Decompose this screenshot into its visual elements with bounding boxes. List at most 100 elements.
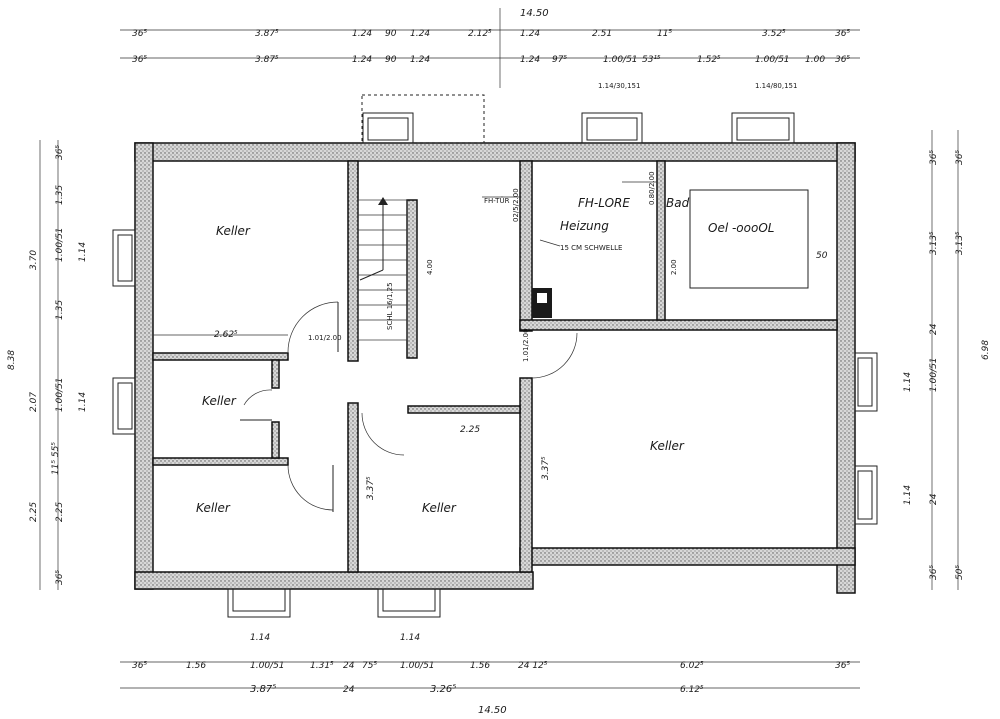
top-dim-r2-0: 36⁵	[132, 55, 147, 65]
bottom-dim-r2-10: 36⁵	[835, 661, 850, 671]
interior-walls	[152, 160, 838, 573]
right-dim-10: 36⁵	[929, 565, 939, 580]
top-dim-r1-8: 11⁵	[657, 29, 672, 39]
room-keller-s: Keller	[422, 501, 457, 515]
right-dim-3: 3.13⁵	[955, 231, 965, 255]
top-dim-r2-2: 1.24	[352, 55, 372, 65]
top-dim-r2-10: 1.00/51	[755, 55, 790, 65]
bottom-dim-r2-6: 1.00/51	[400, 661, 435, 671]
right-dim-1: 36⁵	[955, 150, 965, 165]
bottom-dim-r2-5: 75⁵	[362, 661, 377, 671]
door-swings	[240, 301, 578, 512]
top-dim-r1-3: 90	[385, 29, 397, 39]
inner-dim-6: 2.00	[670, 259, 678, 275]
inner-dim-5: 3.37⁵	[541, 456, 551, 480]
top-dim-r1-4: 1.24	[410, 29, 430, 39]
left-dim-4: 1.14	[78, 242, 88, 262]
note-schwelle: 15 CM SCHWELLE	[560, 244, 622, 252]
room-keller-nw: Keller	[216, 224, 251, 238]
right-dim-2: 3.13⁵	[929, 231, 939, 255]
top-dim-r1-0: 36⁵	[132, 29, 147, 39]
bottom-dim-r2-8: 24 12⁵	[518, 661, 548, 671]
left-dim-11: 2.25	[29, 502, 39, 522]
left-dim-10: 11⁵ 55⁵	[51, 442, 61, 475]
room-oel: Oel -oooOL	[708, 221, 774, 235]
right-dimensions: 36⁵ 36⁵ 3.13⁵ 3.13⁵ 24 6.98 1.14 1.00/51…	[903, 130, 991, 590]
note-oel-50: 50	[816, 251, 828, 261]
room-keller-w: Keller	[202, 394, 237, 408]
left-dim-1: 1.35	[55, 185, 65, 205]
bottom-dim-r2-3: 1.31⁵	[310, 661, 334, 671]
left-dim-2: 3.70	[29, 250, 39, 270]
inner-dimensions: 2.62⁵ 1.01/2.00 1.01/2.00 2.25 3.37⁵ 3.3…	[153, 171, 678, 500]
top-dim-r1-6: 1.24	[520, 29, 540, 39]
right-dim-11: 50⁵	[955, 565, 965, 580]
inner-dim-4: 3.37⁵	[366, 476, 376, 500]
room-labels: Keller Keller Keller Keller Keller Heizu…	[196, 196, 774, 515]
top-dim-r3-1: 1.14/80,151	[755, 82, 797, 90]
bottom-dim-r3-3: 6.12⁵	[680, 685, 704, 695]
right-dim-0: 36⁵	[929, 150, 939, 165]
left-dimensions: 36⁵ 1.35 3.70 1.00/51 1.14 1.35 8.38 2.0…	[7, 140, 88, 590]
left-dim-6: 8.38	[7, 350, 17, 370]
bottom-dim-r3-2: 3.26⁵	[430, 684, 456, 695]
right-dim-7: 1.00/51	[929, 357, 939, 392]
top-dimensions: 14.50 36⁵ 3.87⁵ 1.24 90 1.24 2.12⁵ 1.24 …	[120, 8, 860, 90]
top-dim-r1-5: 2.12⁵	[468, 29, 492, 39]
bottom-dim-r3-1: 24	[343, 685, 355, 695]
room-fh-lore: FH-LORE	[578, 196, 630, 210]
left-dim-13: 36⁵	[55, 570, 65, 585]
right-dim-8: 1.14	[903, 485, 913, 505]
top-total-dim: 14.50	[520, 8, 549, 19]
inner-dim-7: 0.80/2.00	[648, 171, 656, 205]
top-dim-r3-0: 1.14/30,151	[598, 82, 640, 90]
bottom-dim-r1-0: 1.14	[250, 633, 270, 643]
windows	[112, 94, 878, 618]
bottom-total-dim: 14.50	[478, 705, 507, 716]
left-dim-12: 2.25	[55, 502, 65, 522]
bottom-dim-r2-2: 1.00/51	[250, 661, 285, 671]
inner-dim-2: 1.01/2.00	[522, 328, 530, 362]
inner-dim-3: 2.25	[460, 425, 480, 435]
top-dim-r2-8: 53¹⁵	[642, 55, 661, 65]
plan-notes: 15 CM SCHWELLE FH-TÜR 50	[484, 196, 828, 261]
room-heizung: Heizung	[560, 219, 609, 233]
top-dim-r2-3: 90	[385, 55, 397, 65]
top-dim-r2-11: 1.00	[805, 55, 825, 65]
right-dim-4: 24	[929, 323, 939, 335]
stairs: SCHL 16/1,25 4.00	[357, 197, 434, 341]
top-dim-r1-10: 36⁵	[835, 29, 850, 39]
right-dim-5: 6.98	[981, 340, 991, 360]
top-dim-r2-4: 1.24	[410, 55, 430, 65]
top-dim-r2-7: 1.00/51	[603, 55, 638, 65]
exterior-walls	[134, 142, 856, 594]
top-dim-r1-2: 1.24	[352, 29, 372, 39]
top-dim-r2-6: 97⁵	[552, 55, 567, 65]
bottom-dim-r1-1: 1.14	[400, 633, 420, 643]
room-keller-e: Keller	[650, 439, 685, 453]
inner-dim-8: 02/5/2.00	[512, 188, 520, 222]
top-dim-r1-7: 2.51	[592, 29, 612, 39]
room-keller-sw: Keller	[196, 501, 231, 515]
bottom-dimensions: 1.14 1.14 36⁵ 1.56 1.00/51 1.31⁵ 24 75⁵ …	[120, 633, 860, 716]
top-dim-r2-9: 1.52⁵	[697, 55, 721, 65]
room-bad: Bad	[666, 196, 690, 210]
stair-label: SCHL 16/1,25	[386, 282, 394, 330]
top-dim-r2-12: 36⁵	[835, 55, 850, 65]
bottom-dim-r2-1: 1.56	[186, 661, 206, 671]
inner-dim-0: 2.62⁵	[214, 330, 238, 340]
left-dim-0: 36⁵	[55, 145, 65, 160]
left-dim-8: 1.00/51	[55, 377, 65, 412]
equipment	[482, 181, 809, 318]
top-dim-r2-5: 1.24	[520, 55, 540, 65]
top-dim-r1-1: 3.87⁵	[255, 29, 279, 39]
bottom-dim-r2-9: 6.02⁵	[680, 661, 704, 671]
right-dim-9: 24	[929, 493, 939, 505]
top-dim-r1-9: 3.52⁵	[762, 29, 786, 39]
bottom-dim-r2-0: 36⁵	[132, 661, 147, 671]
bottom-dim-r2-4: 24	[343, 661, 355, 671]
top-dim-r2-1: 3.87⁵	[255, 55, 279, 65]
bottom-dim-r2-7: 1.56	[470, 661, 490, 671]
stair-length: 4.00	[426, 259, 434, 275]
